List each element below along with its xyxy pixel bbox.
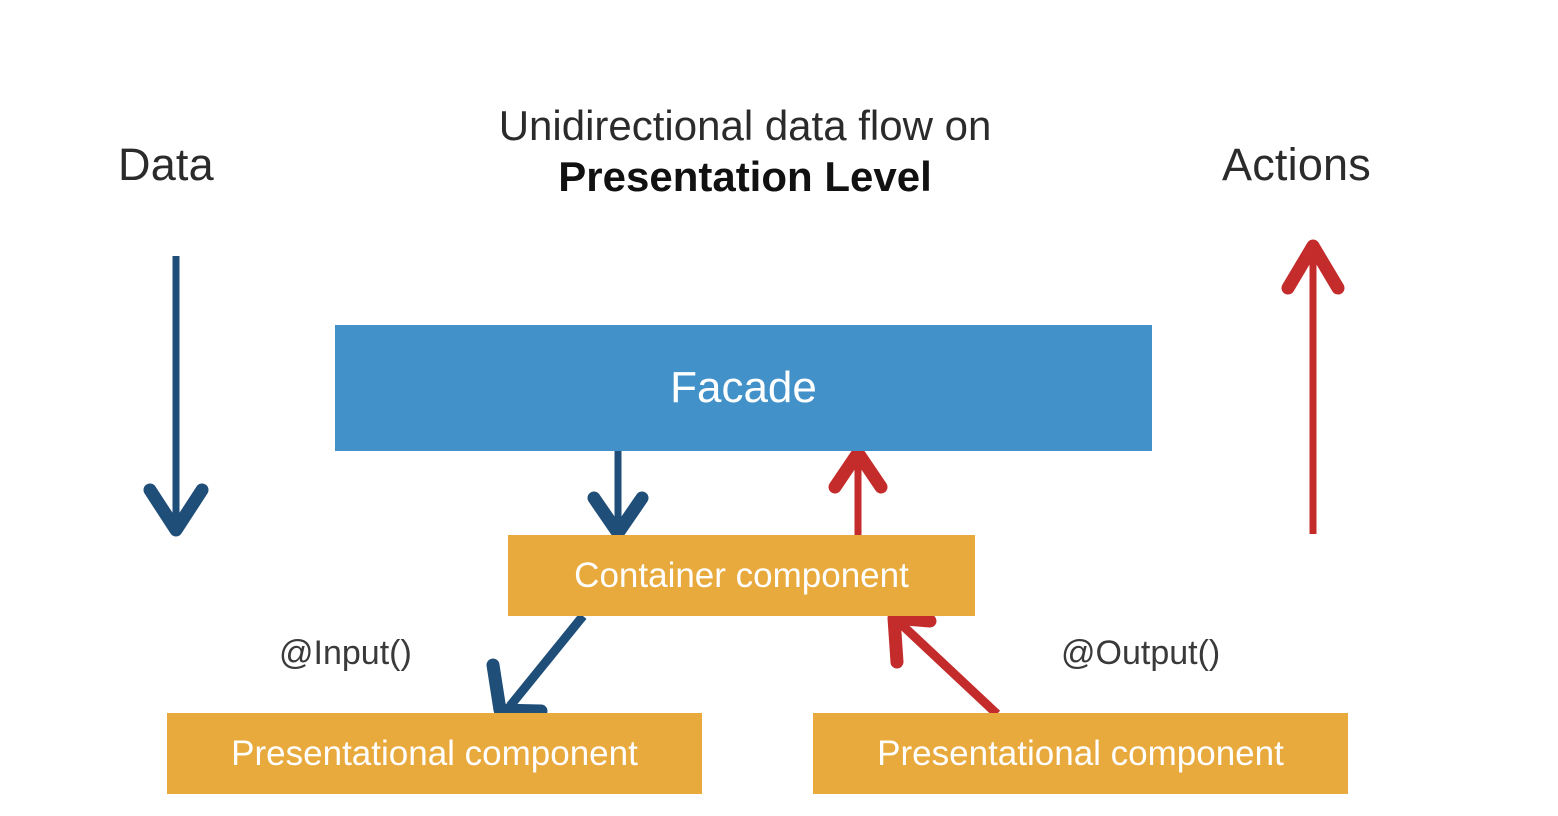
presentational-component-box-right: Presentational component	[813, 713, 1348, 794]
data-down-arrow-icon	[143, 256, 209, 537]
data-label: Data	[118, 139, 214, 190]
container-component-box: Container component	[508, 535, 975, 616]
diagram-title: Unidirectional data flow on Presentation…	[330, 100, 1160, 202]
facade-box: Facade	[335, 325, 1152, 451]
title-line-2: Presentation Level	[558, 153, 932, 201]
presentational-to-container-arrow-icon	[887, 611, 1001, 718]
container-to-facade-arrow-icon	[828, 446, 888, 535]
output-decorator-label: @Output()	[1061, 634, 1221, 672]
presentational-component-box-left: Presentational component	[167, 713, 702, 794]
container-to-presentational-arrow-icon	[486, 613, 587, 718]
facade-to-container-arrow-icon	[587, 451, 649, 540]
actions-label: Actions	[1222, 139, 1371, 190]
actions-up-arrow-icon	[1281, 239, 1345, 534]
title-line-1: Unidirectional data flow on	[498, 102, 992, 149]
input-decorator-label: @Input()	[279, 634, 412, 672]
